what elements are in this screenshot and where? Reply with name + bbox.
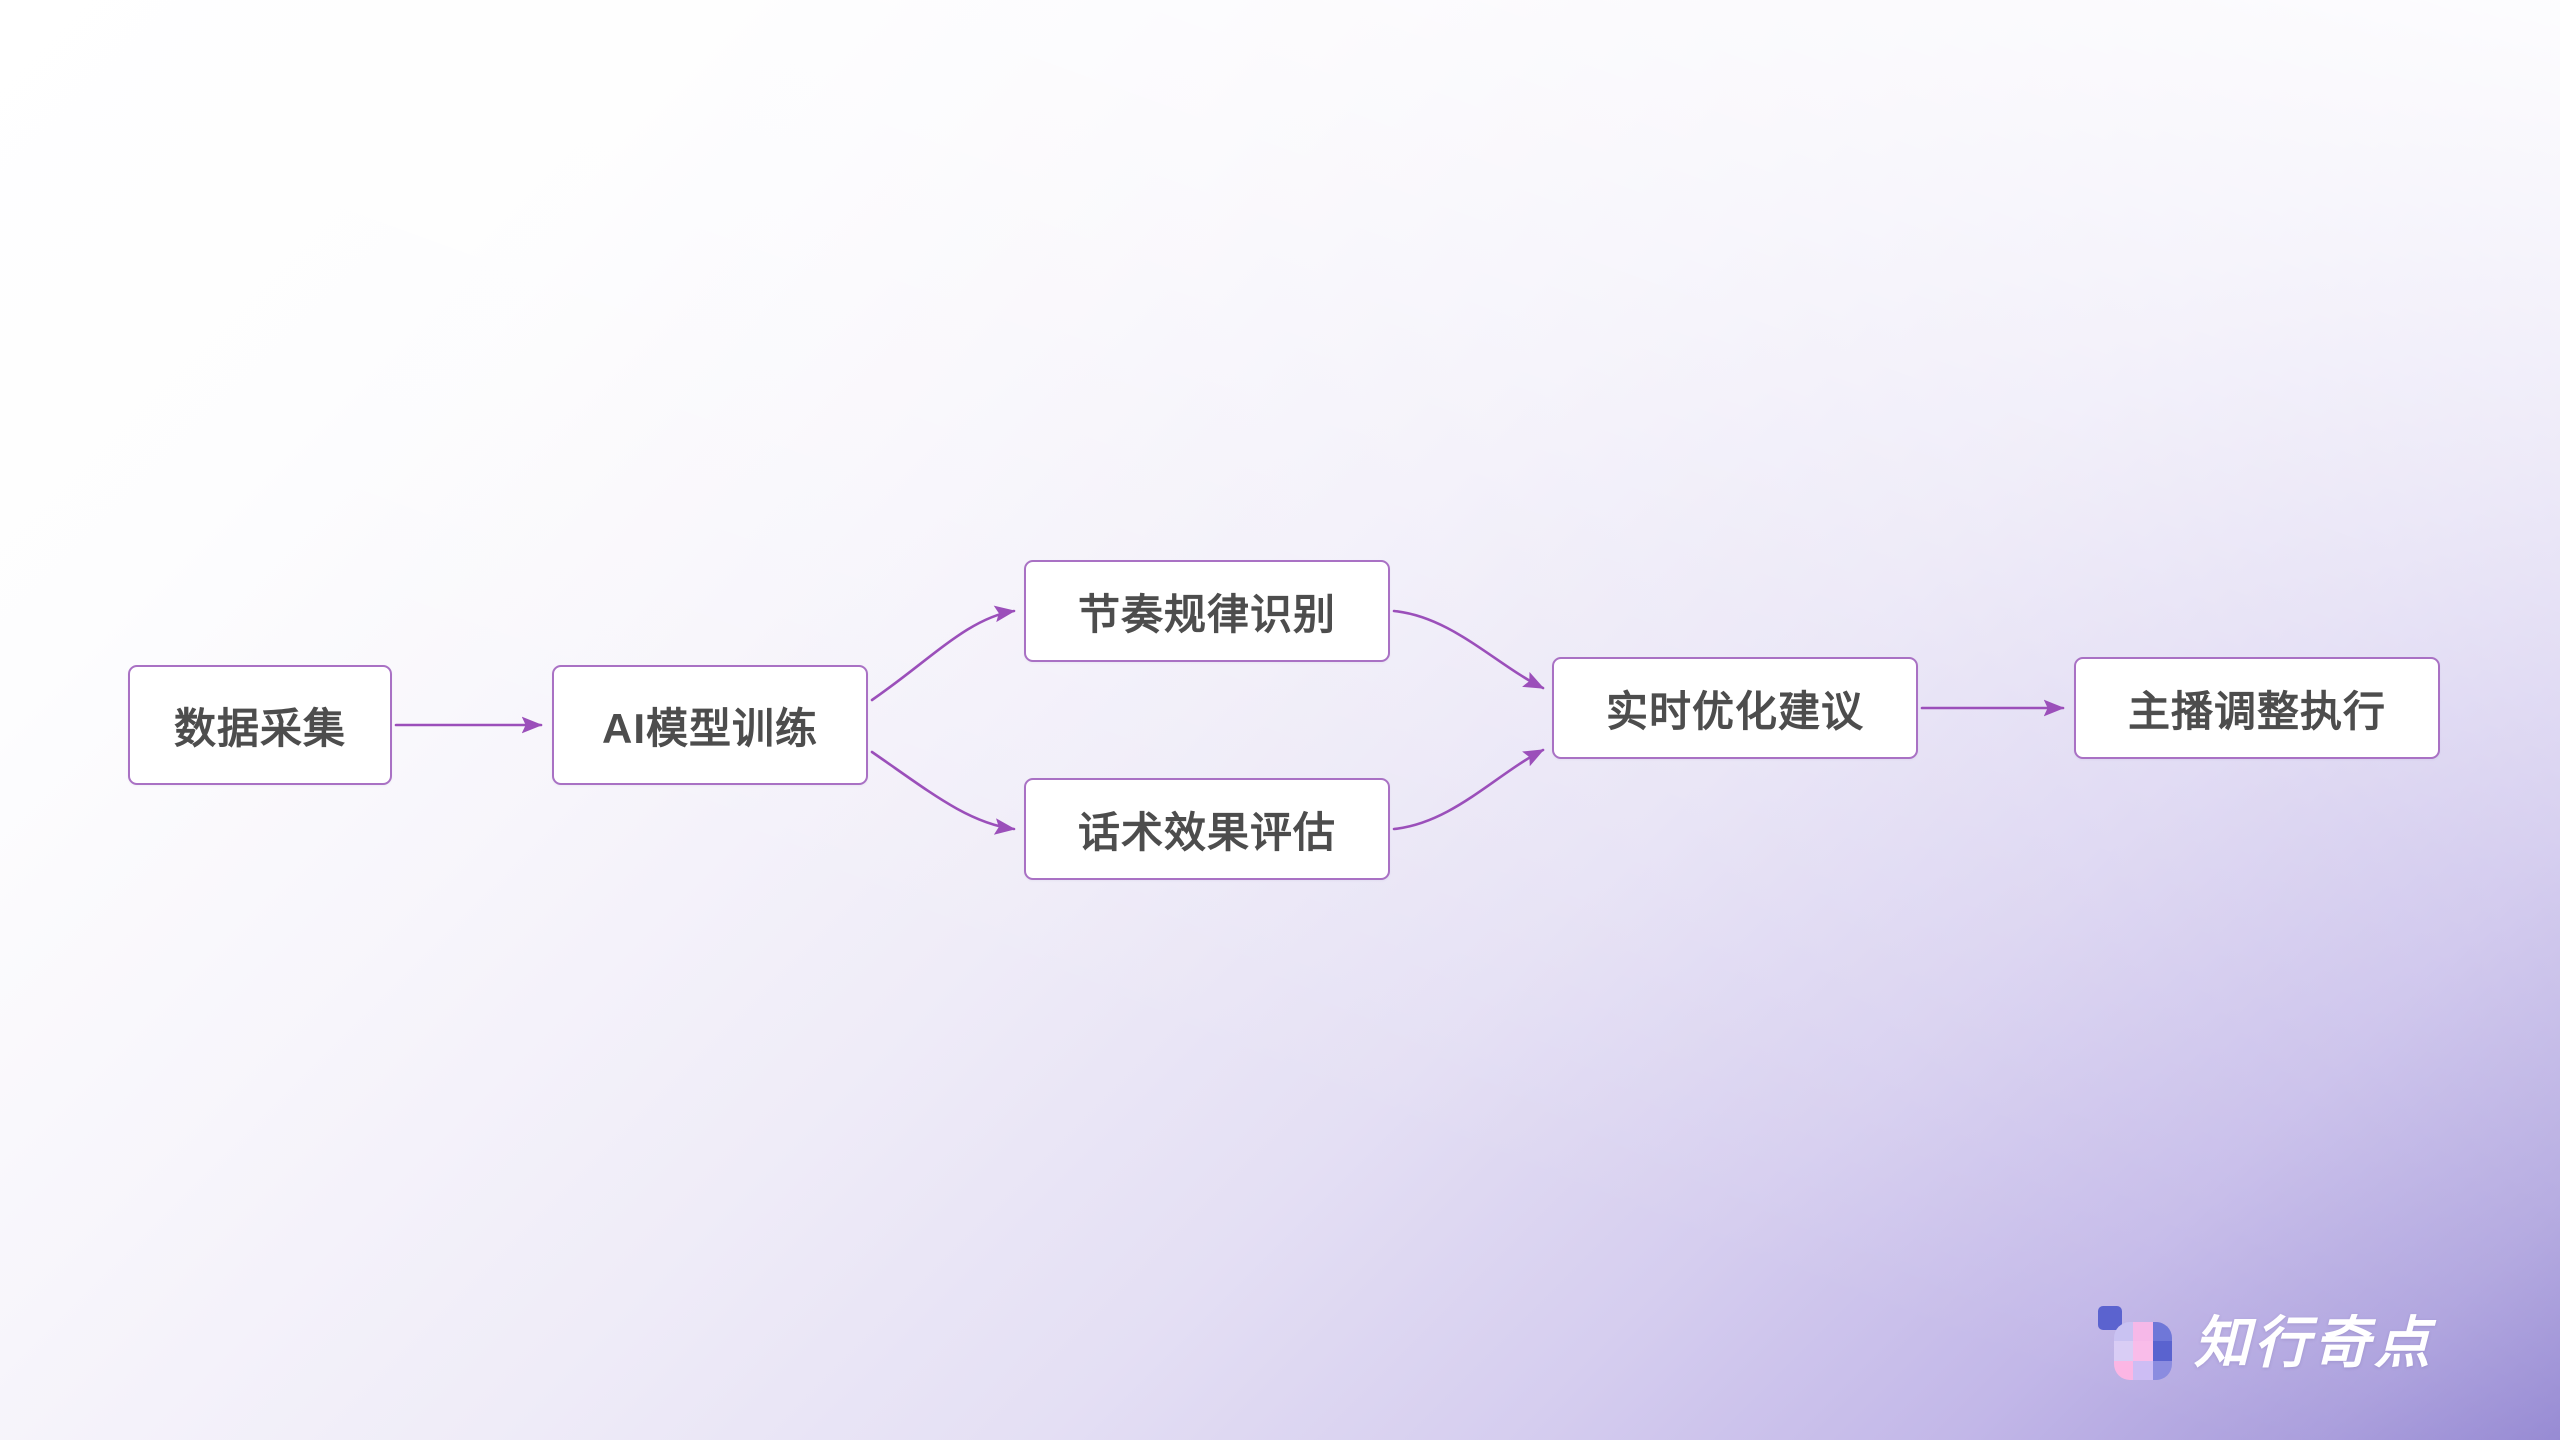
flow-node-label: 实时优化建议 (1605, 687, 1864, 735)
logo-cell-grid (2114, 1322, 2172, 1380)
edge-rhythm-to-suggest (1392, 609, 1545, 690)
flow-node-label: 话术效果评估 (1077, 808, 1336, 856)
logo-cell (2114, 1341, 2134, 1361)
logo-cell (2152, 1322, 2172, 1342)
logo-cell (2133, 1360, 2153, 1380)
logo-cell (2114, 1322, 2134, 1342)
flow-node-label: 节奏规律识别 (1077, 590, 1336, 638)
flow-node-script-effect-evaluation[interactable]: 话术效果评估 (1024, 778, 1390, 880)
flow-node-host-adjustment-execution[interactable]: 主播调整执行 (2074, 657, 2440, 759)
logo-cell (2114, 1360, 2134, 1380)
logo-cell (2133, 1341, 2153, 1361)
flow-node-label: 数据采集 (173, 704, 346, 752)
brand-watermark: 知行奇点 (2098, 1306, 2434, 1380)
brand-name: 知行奇点 (2194, 1311, 2434, 1374)
flow-node-label: 主播调整执行 (2127, 687, 2386, 735)
logo-cell (2152, 1360, 2172, 1380)
edge-train-to-script (870, 750, 1016, 835)
logo-cell (2133, 1322, 2153, 1342)
logo-cell (2152, 1341, 2172, 1361)
edge-train-to-rhythm (870, 605, 1016, 702)
edge-script-to-suggest (1392, 748, 1545, 831)
logo-grid-icon (2098, 1306, 2172, 1380)
flow-node-rhythm-pattern-recognition[interactable]: 节奏规律识别 (1024, 560, 1390, 662)
flow-node-ai-model-training[interactable]: AI模型训练 (552, 665, 868, 785)
flow-node-data-collection[interactable]: 数据采集 (128, 665, 392, 785)
flow-node-realtime-optimization-suggestion[interactable]: 实时优化建议 (1552, 657, 1918, 759)
flow-node-label: AI模型训练 (601, 704, 818, 752)
